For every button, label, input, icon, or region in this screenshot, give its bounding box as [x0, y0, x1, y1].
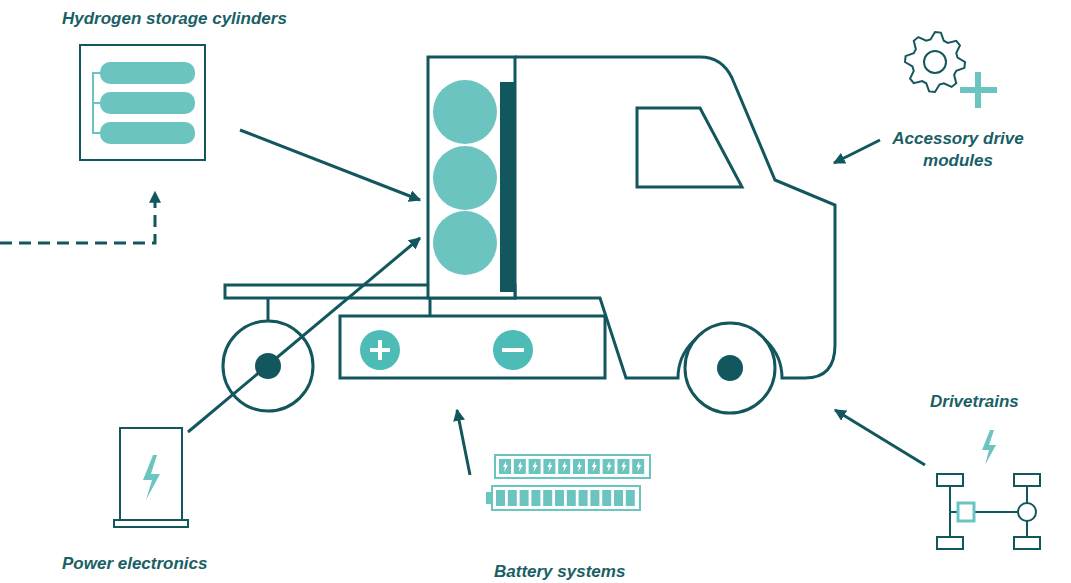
battery-cell — [614, 490, 623, 506]
battery-cell — [520, 490, 529, 506]
plus-terminal — [360, 330, 400, 370]
battery-cell — [514, 459, 526, 474]
part-label: Drivetrains — [930, 391, 1060, 413]
drivetrain-icon — [937, 474, 1040, 549]
cylinder-icon — [100, 122, 195, 144]
hydrogen-cylinder — [433, 146, 497, 210]
battery-cell — [603, 459, 615, 474]
battery-cell — [626, 490, 635, 506]
lightning-icon — [982, 430, 996, 465]
battery-icon — [495, 455, 650, 478]
power-unit-icon — [120, 428, 182, 520]
battery-cell — [529, 459, 541, 474]
battery-tip — [486, 492, 492, 504]
plus-sign — [370, 340, 390, 360]
part-label: Accessory drive modules — [888, 128, 1028, 172]
leader-arrow — [188, 238, 420, 432]
gear-hub — [924, 51, 946, 73]
front-wheel — [685, 323, 775, 413]
battery-cell — [543, 490, 552, 506]
leader-arrow — [457, 410, 470, 475]
battery-cell — [632, 459, 644, 474]
motor-icon — [958, 503, 974, 521]
battery-cell — [531, 490, 540, 506]
bolt-mark — [533, 461, 538, 472]
battery-cell — [499, 459, 511, 474]
bolt-mark — [562, 461, 567, 472]
hydrogen-cylinder — [433, 80, 497, 144]
bolt-mark — [547, 461, 552, 472]
minus-sign — [502, 348, 524, 352]
wheel-strut — [267, 298, 270, 322]
minus-terminal — [493, 330, 533, 370]
battery-cell — [558, 459, 570, 474]
battery-cell — [573, 459, 585, 474]
battery-cell — [543, 459, 555, 474]
battery-pack — [340, 316, 605, 378]
part-label: Hydrogen storage cylinders — [62, 8, 322, 30]
hydrogen-cylinder — [433, 211, 497, 275]
leader-arrow — [834, 140, 880, 163]
battery-cell — [567, 490, 576, 506]
bolt-mark — [577, 461, 582, 472]
battery-icon — [492, 486, 640, 510]
battery-cell — [590, 490, 599, 506]
battery-cell — [602, 490, 611, 506]
battery-cell — [508, 490, 517, 506]
battery-cell — [617, 459, 629, 474]
part-label: Power electronics — [62, 553, 262, 575]
power-unit-base — [114, 520, 188, 527]
cylinder-icon — [100, 92, 195, 114]
bolt-mark — [518, 461, 523, 472]
rack-bar — [500, 82, 515, 292]
hydrogen-icon-frame — [80, 45, 205, 160]
battery-cell — [588, 459, 600, 474]
bolt-mark — [503, 461, 508, 472]
lightning-icon — [143, 455, 160, 500]
gear-icon — [905, 32, 965, 92]
cab-window — [637, 108, 742, 187]
bolt-mark — [636, 461, 641, 472]
battery-cell — [496, 490, 505, 506]
cylinder-manifold — [93, 73, 102, 133]
leader-arrow — [835, 410, 925, 465]
battery-strut — [429, 298, 432, 316]
bolt-mark — [607, 461, 612, 472]
plus-icon — [960, 72, 997, 108]
battery-cell — [579, 490, 588, 506]
battery-cell — [555, 490, 564, 506]
wheel-hub — [717, 355, 743, 381]
cylinder-icon — [100, 62, 195, 84]
dashed-feed — [0, 192, 155, 243]
cylinder-rack — [428, 57, 515, 298]
bolt-mark — [621, 461, 626, 472]
bolt-mark — [592, 461, 597, 472]
leader-arrow — [240, 130, 420, 200]
part-label: Battery systems — [494, 561, 674, 583]
